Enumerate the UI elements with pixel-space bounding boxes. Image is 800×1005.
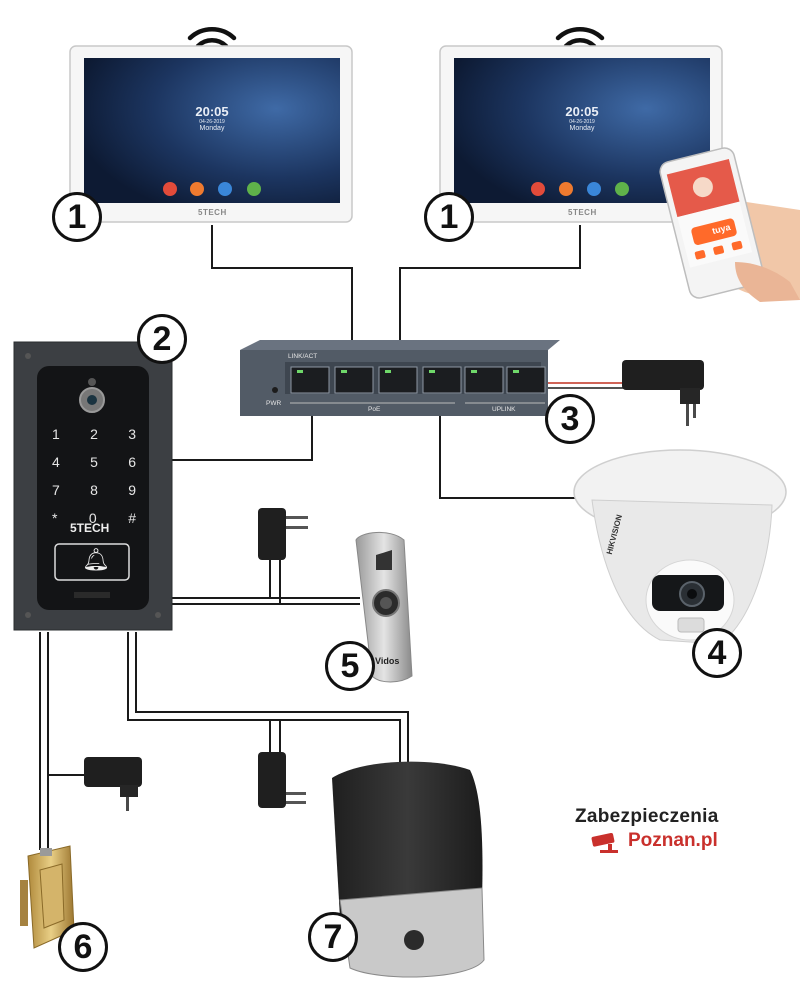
monitor-2-brand: 5TECH	[568, 208, 597, 217]
marker-1b: 1	[424, 192, 474, 242]
screen-date: 04-26-2019	[199, 119, 225, 125]
bell-icon[interactable]: 🔔︎	[82, 548, 110, 573]
key-8[interactable]: 8	[90, 482, 98, 498]
door-exit-icon	[376, 550, 392, 570]
screen-day: Monday	[199, 125, 225, 132]
screen-time: 20:05	[565, 104, 599, 119]
key-6[interactable]: 6	[128, 454, 136, 470]
key-1[interactable]: 1	[52, 426, 60, 442]
switch-label-uplink: UPLINK	[492, 406, 516, 413]
monitor-1-brand: 5TECH	[198, 208, 227, 217]
dome-camera	[573, 449, 787, 645]
logo-line-1: Zabezpieczenia	[575, 806, 719, 827]
panel-brand: 5TECH	[70, 521, 110, 535]
screen-time: 20:05	[195, 104, 229, 119]
key-star[interactable]: *	[52, 510, 58, 526]
key-0[interactable]: 0	[88, 510, 97, 526]
exit-button-brand: Vidos	[375, 656, 400, 666]
gate-motor	[332, 761, 485, 978]
power-supply-door-strike	[84, 757, 142, 811]
switch-label-link: LINK/ACT	[288, 353, 318, 360]
indoor-monitor-1	[69, 45, 353, 223]
wire-monitor1-switch	[211, 225, 353, 372]
key-hash[interactable]: #	[128, 510, 136, 526]
poe-switch	[240, 340, 560, 416]
key-3[interactable]: 3	[128, 426, 136, 442]
power-led-icon	[272, 387, 278, 393]
gear-icon	[404, 930, 424, 950]
key-5[interactable]: 5	[90, 454, 98, 470]
marker-7: 7	[308, 912, 358, 962]
monitor-1-screen: 20:05 04-26-2019 Monday	[162, 104, 262, 132]
door-strike	[20, 845, 75, 949]
power-supply-switch	[622, 360, 704, 426]
key-9[interactable]: 9	[128, 482, 136, 498]
marker-1a: 1	[52, 192, 102, 242]
marker-6: 6	[58, 922, 108, 972]
keypad: 1 2 3 4 5 6 7 8 9 * 0 #	[52, 426, 136, 526]
power-supply-exit-button	[258, 508, 308, 560]
key-2[interactable]: 2	[90, 426, 98, 442]
monitor-2-screen: 20:05 04-26-2019 Monday	[532, 104, 632, 132]
key-7[interactable]: 7	[52, 482, 60, 498]
logo-line-2: Poznan.pl	[628, 830, 718, 851]
screen-day: Monday	[569, 125, 595, 132]
wire-panel-gate	[127, 632, 401, 770]
screen-date: 04-26-2019	[569, 119, 595, 125]
marker-4: 4	[692, 628, 742, 678]
wire-switch-camera	[439, 392, 590, 499]
marker-5: 5	[325, 641, 375, 691]
smartphone	[659, 147, 800, 302]
key-4[interactable]: 4	[52, 454, 60, 470]
switch-label-pwr: PWR	[266, 400, 282, 407]
switch-label-poe: PoE	[368, 406, 381, 413]
door-entry-panel	[13, 341, 173, 631]
wires	[39, 225, 625, 850]
power-supply-gate	[258, 752, 306, 808]
marker-2: 2	[137, 314, 187, 364]
cctv-camera-icon	[591, 832, 618, 853]
marker-3: 3	[545, 394, 595, 444]
exit-button	[355, 532, 413, 683]
wire-monitor2-switch	[399, 225, 581, 372]
